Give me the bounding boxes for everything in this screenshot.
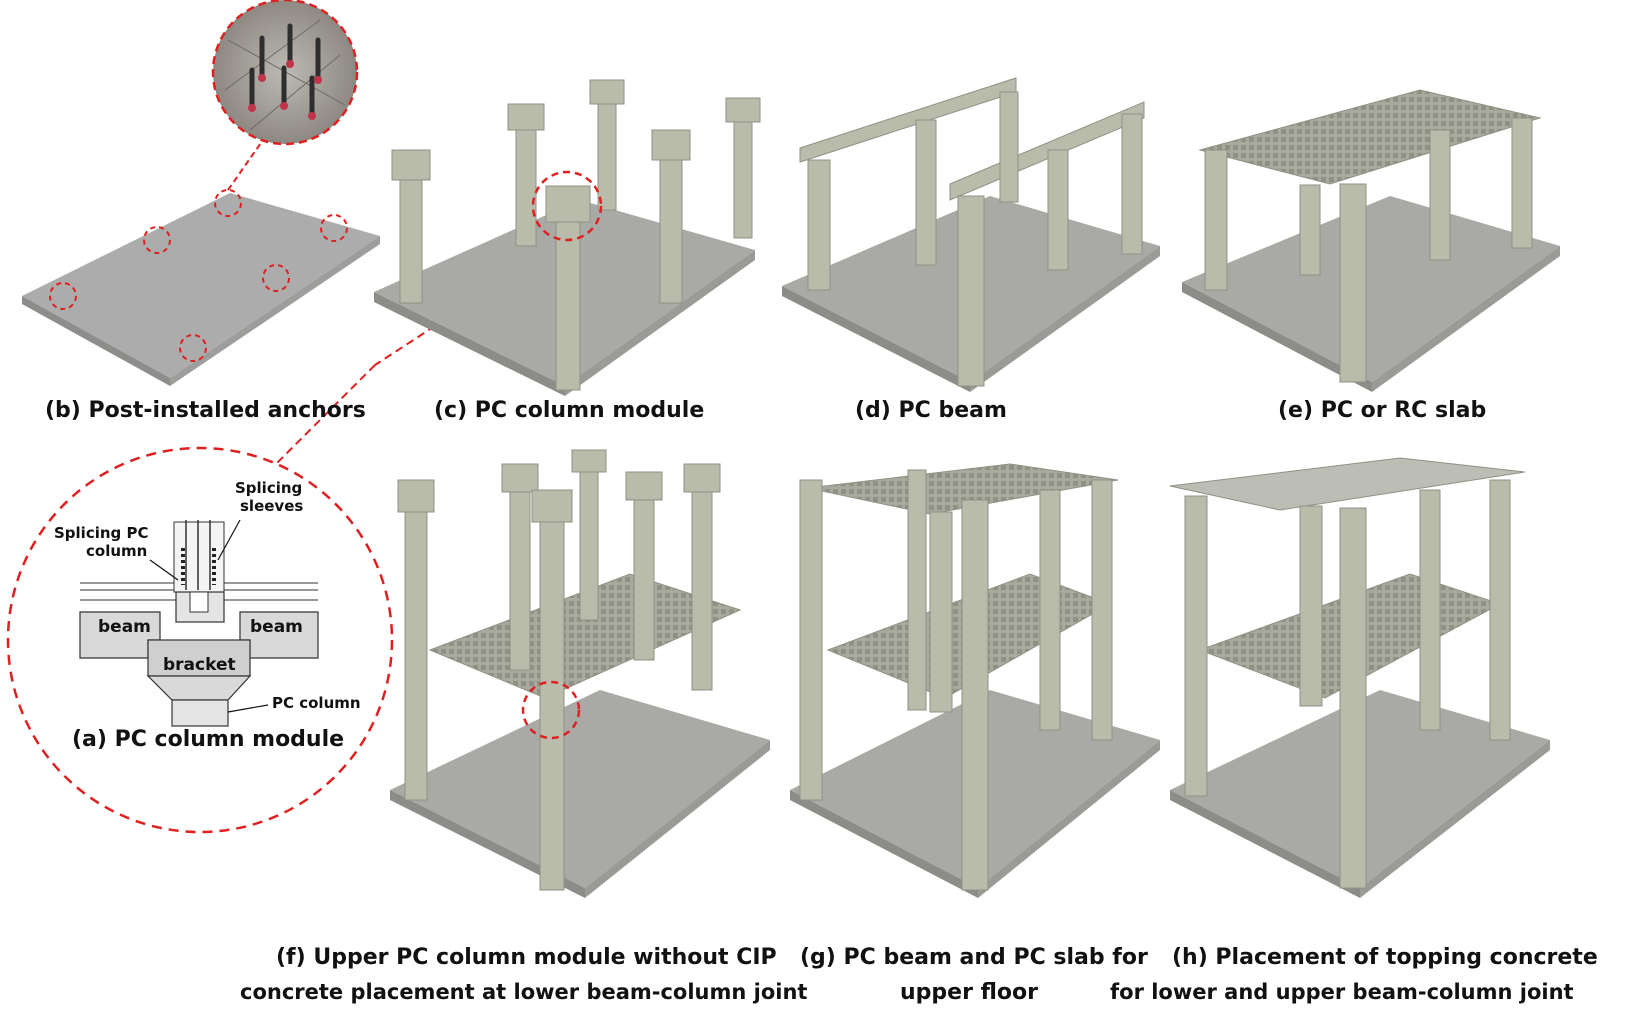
caption-e: (e) PC or RC slab — [1278, 398, 1487, 423]
caption-h-line2: for lower and upper beam-column joint — [1110, 980, 1574, 1004]
label-splicing-pc-column-2: column — [86, 542, 147, 560]
label-splicing-sleeves-1: Splicing — [235, 479, 302, 497]
anchor-photo-inset — [211, 0, 359, 146]
anchor-highlight-circles — [49, 189, 348, 362]
label-pc-column: PC column — [272, 694, 361, 712]
caption-g-line1: (g) PC beam and PC slab for — [800, 945, 1148, 970]
panel-c-pc-column-module — [374, 79, 761, 396]
panel-g-upper-floor-beam-slab — [790, 463, 1160, 898]
panel-a-column-module-detail: Splicing PC column Splicing sleeves beam… — [6, 247, 556, 834]
panel-f-upper-column-module — [390, 449, 770, 898]
panel-h-topping-concrete — [1169, 457, 1550, 898]
caption-h-line1: (h) Placement of topping concrete — [1172, 945, 1598, 970]
caption-g-line2: upper floor — [900, 980, 1038, 1005]
caption-d: (d) PC beam — [855, 398, 1007, 423]
label-beam-left: beam — [98, 617, 151, 637]
panel-d-pc-beam — [782, 77, 1160, 392]
caption-a: (a) PC column module — [72, 727, 345, 752]
caption-c: (c) PC column module — [434, 398, 705, 423]
caption-b: (b) Post-installed anchors — [45, 398, 366, 423]
caption-f-line2: concrete placement at lower beam-column … — [240, 980, 808, 1004]
panel-e-pc-or-rc-slab — [1182, 89, 1560, 392]
label-splicing-sleeves-2: sleeves — [240, 497, 303, 515]
label-bracket: bracket — [163, 655, 236, 675]
caption-f-line1: (f) Upper PC column module without CIP — [276, 945, 777, 970]
label-beam-right: beam — [250, 617, 303, 637]
panel-b-post-installed-anchors — [22, 0, 380, 386]
label-splicing-pc-column-1: Splicing PC — [54, 524, 149, 542]
